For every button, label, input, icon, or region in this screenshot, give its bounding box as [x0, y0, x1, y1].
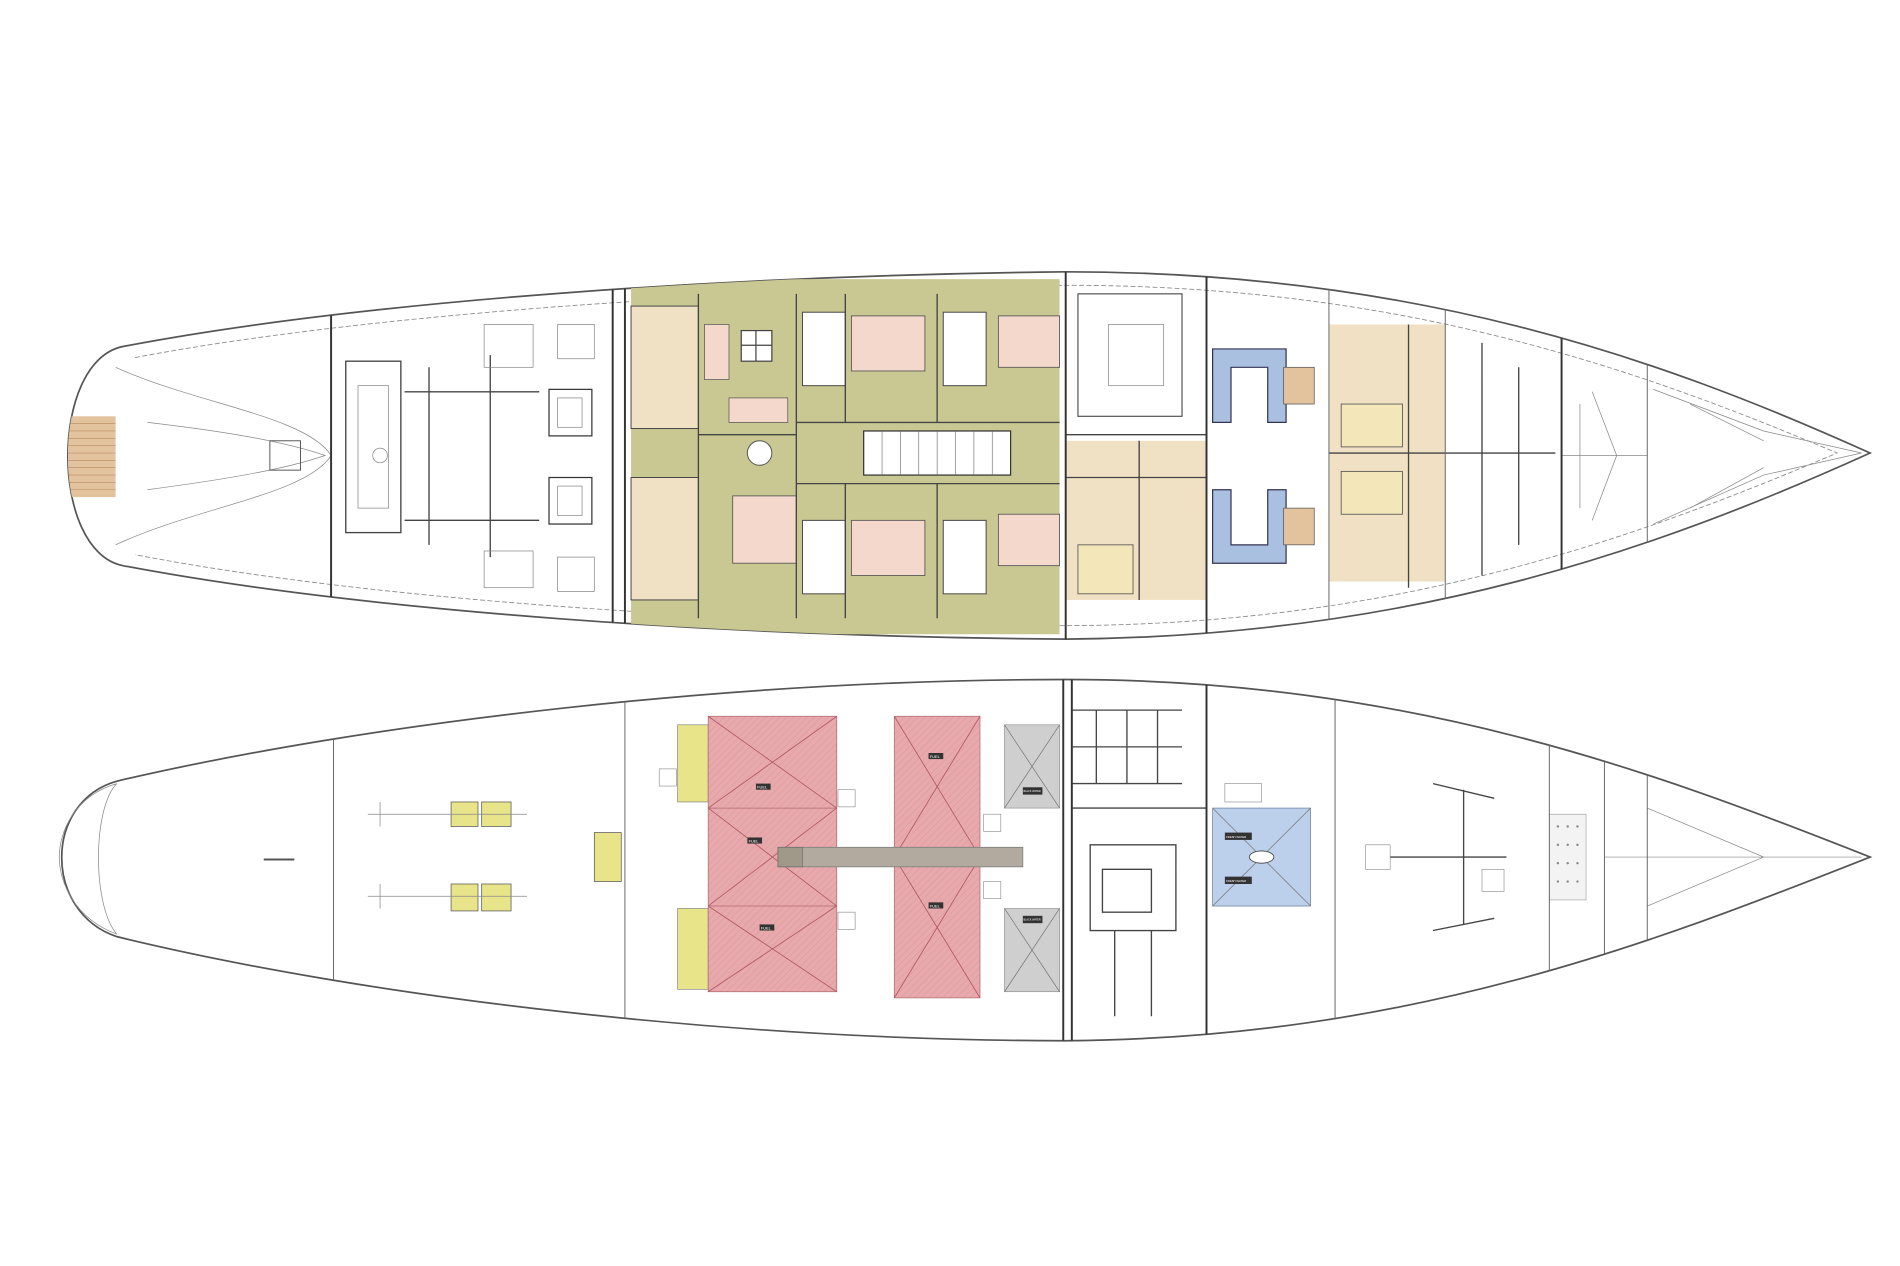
- crew-bed: [1340, 470, 1403, 515]
- fuel-tanks: FUEL FUEL FUEL FUEL FUEL BLACK WATER BLA…: [658, 715, 1060, 999]
- transom-outline: [58, 783, 118, 935]
- lower-crew-lockers: [1071, 709, 1207, 1017]
- fuel-tank-label: FUEL: [930, 754, 941, 759]
- tank-deck-plan: FUEL FUEL FUEL FUEL FUEL BLACK WATER BLA…: [58, 678, 1873, 1042]
- guest-head: [942, 519, 987, 595]
- engine-room: [345, 324, 595, 592]
- owner-bed: [732, 495, 797, 564]
- guest-head: [801, 519, 846, 595]
- crew-bed: [1340, 403, 1403, 448]
- steering-pedestal: [269, 440, 301, 471]
- guest-bathroom: [630, 477, 699, 601]
- aft-tank: [450, 883, 479, 912]
- guest-bed: [851, 315, 926, 372]
- fuel-tank-label: FUEL: [749, 838, 760, 843]
- centre-tank: [593, 832, 622, 882]
- main-engine-port: [548, 388, 593, 437]
- guest-bed: [851, 519, 926, 576]
- fresh-water-tanks: FRESH WATER FRESH WATER: [1212, 783, 1311, 907]
- crew-accommodation: [1065, 293, 1648, 600]
- guest-bathroom: [630, 305, 699, 430]
- crew-bed: [1077, 544, 1134, 595]
- chain-locker: [1549, 813, 1587, 901]
- main-engine-starboard: [548, 476, 593, 525]
- guest-bed: [997, 513, 1061, 567]
- keel-walkway: [777, 846, 1024, 868]
- black-water-label: BLACK WATER: [1023, 790, 1040, 793]
- aft-tank: [481, 883, 512, 912]
- accommodation-deck-plan: [67, 270, 1873, 640]
- crew-galley: [1077, 293, 1183, 417]
- anchor-frame: [1365, 782, 1507, 932]
- fuel-tank-label: FUEL: [930, 903, 941, 908]
- swim-platform-teak: [67, 416, 116, 498]
- fresh-water-label: FRESH WATER: [1226, 879, 1246, 883]
- guest-accommodation: [630, 279, 1061, 635]
- black-water-label: BLACK WATER: [1023, 919, 1040, 922]
- fuel-tank-label: FUEL: [757, 784, 768, 789]
- forepeak: [1653, 389, 1862, 525]
- guest-bed: [997, 315, 1061, 368]
- fuel-tank-label: FUEL: [761, 925, 772, 930]
- guest-head: [942, 311, 987, 387]
- fresh-water-label: FRESH WATER: [1226, 835, 1246, 839]
- saloon-table: [746, 440, 773, 466]
- guest-head: [801, 311, 846, 387]
